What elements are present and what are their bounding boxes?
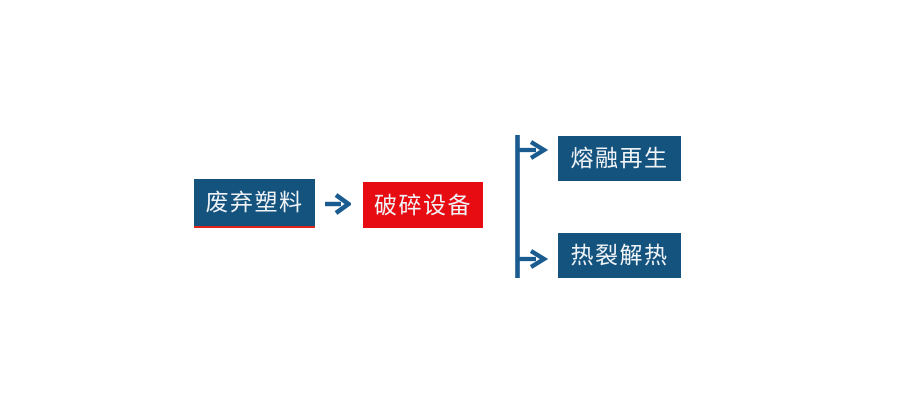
node-crushing-equipment: 破碎设备 <box>363 182 483 228</box>
node-waste-plastic: 废弃塑料 <box>194 179 315 228</box>
node-crushing-equipment-label: 破碎设备 <box>374 191 472 218</box>
node-melt-regeneration: 熔融再生 <box>558 136 681 181</box>
node-waste-plastic-label: 废弃塑料 <box>205 189 304 215</box>
node-pyrolysis: 热裂解热 <box>558 233 681 278</box>
node-pyrolysis-label: 热裂解热 <box>570 242 669 268</box>
flow-arrow-icon <box>325 193 351 215</box>
branch-connector <box>515 135 549 278</box>
node-melt-regeneration-label: 熔融再生 <box>570 145 669 171</box>
